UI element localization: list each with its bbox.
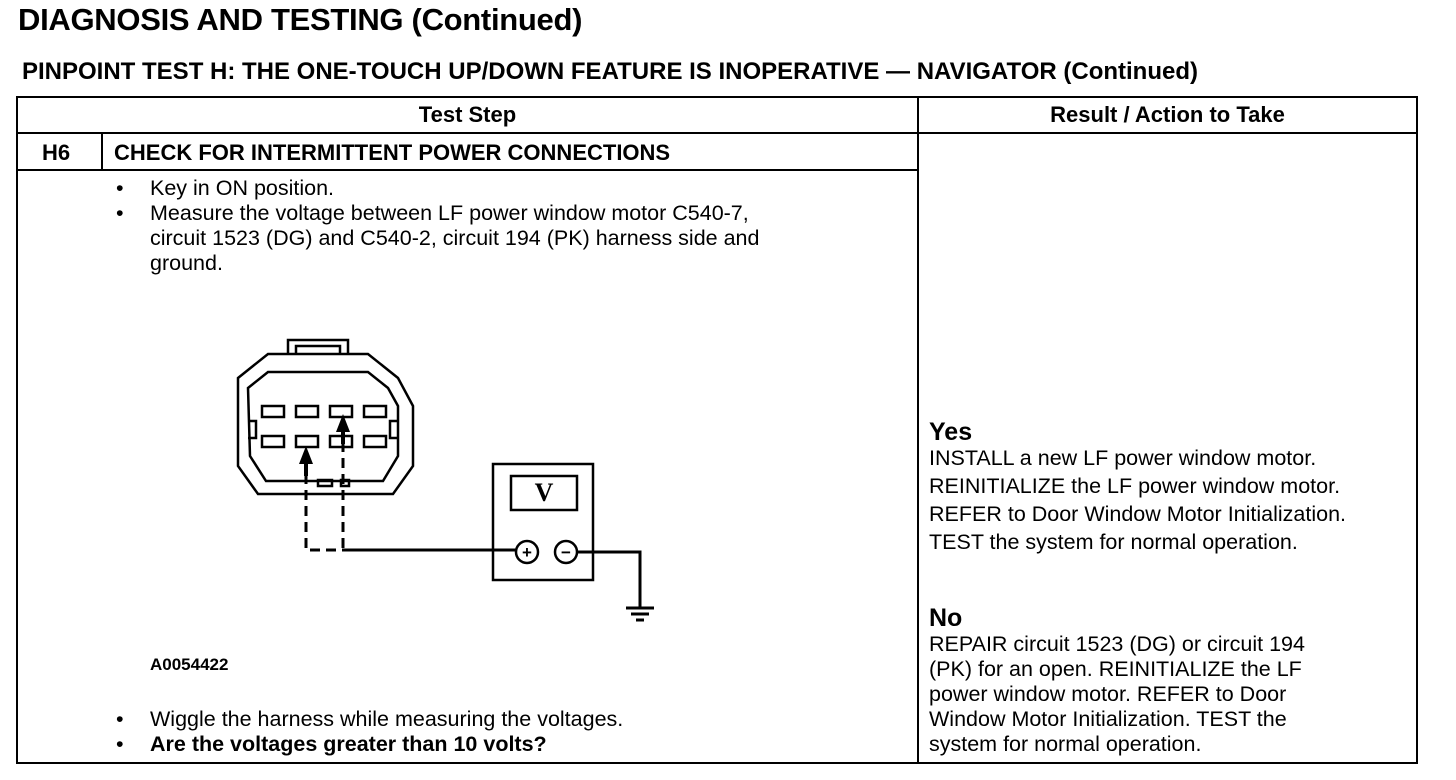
step-id-divider — [101, 134, 103, 171]
question-text: Are the voltages greater than 10 volts? — [150, 732, 547, 756]
voltmeter-connector-diagram: V + − — [236, 338, 654, 622]
list-item: • Are the voltages greater than 10 volts? — [116, 732, 623, 757]
connector-cavity — [328, 404, 354, 419]
result-line: (PK) for an open. REINITIALIZE the LF — [929, 657, 1302, 681]
page-title: DIAGNOSIS AND TESTING (Continued) — [18, 2, 583, 37]
result-yes-label: Yes — [929, 418, 973, 446]
step-title-divider — [18, 169, 919, 171]
header-divider — [18, 132, 1416, 134]
result-line: INSTALL a new LF power window motor. — [929, 446, 1317, 470]
connector-cavity — [362, 434, 388, 449]
instruction-text: Measure the voltage between LF power win… — [150, 201, 749, 225]
step-instructions-bottom: • Wiggle the harness while measuring the … — [116, 707, 623, 757]
voltmeter-display — [509, 474, 579, 512]
instruction-text: Wiggle the harness while measuring the v… — [150, 707, 624, 731]
instruction-text: Key in ON position. — [150, 176, 335, 200]
result-line: power window motor. REFER to Door — [929, 682, 1287, 706]
instruction-text: circuit 1523 (DG) and C540-2, circuit 19… — [150, 226, 760, 250]
result-no-label: No — [929, 604, 963, 632]
voltmeter-symbol: V — [535, 478, 554, 507]
minus-symbol: − — [561, 543, 571, 562]
connector-cavity — [260, 404, 286, 419]
probe-arrow — [336, 414, 350, 444]
voltmeter-body — [491, 462, 595, 582]
plus-terminal — [514, 539, 540, 565]
column-header-result: Result / Action to Take — [1050, 102, 1285, 127]
list-item: • Wiggle the harness while measuring the … — [116, 707, 623, 732]
connector-latch — [286, 338, 350, 354]
bullet-dot: • — [116, 732, 124, 756]
figure-id: A0054422 — [150, 655, 229, 674]
column-header-test-step: Test Step — [418, 102, 517, 127]
list-item: • Measure the voltage between LF power wi… — [116, 201, 759, 226]
step-instructions: • Key in ON position. • Measure the voltag… — [116, 176, 759, 276]
bullet-dot: • — [116, 707, 124, 731]
bullet-dot: • — [116, 176, 124, 200]
list-item: ground. — [116, 251, 759, 276]
probe-arrow — [299, 446, 313, 476]
result-line: REFER to Door Window Motor Initializatio… — [929, 502, 1347, 526]
instruction-text: ground. — [150, 251, 223, 275]
ground-symbol — [626, 606, 654, 622]
result-line: system for normal operation. — [929, 732, 1202, 756]
bullet-dot: • — [116, 201, 124, 225]
connector-cavity — [260, 434, 286, 449]
probe-lead-dashed — [304, 474, 343, 552]
result-line: REINITIALIZE the LF power window motor. — [929, 474, 1341, 498]
result-line: TEST the system for normal operation. — [929, 530, 1298, 554]
list-item: circuit 1523 (DG) and C540-2, circuit 19… — [116, 226, 759, 251]
result-no-actions: REPAIR circuit 1523 (DG) or circuit 194 … — [929, 632, 1305, 757]
list-item: • Key in ON position. — [116, 176, 759, 201]
result-line: Window Motor Initialization. TEST the — [929, 707, 1287, 731]
step-title: CHECK FOR INTERMITTENT POWER CONNECTIONS — [114, 140, 671, 165]
meter-ground-lead — [577, 550, 642, 608]
test-table: Test Step Result / Action to Take H6 CHE… — [16, 96, 1418, 764]
step-id: H6 — [42, 140, 71, 165]
column-divider — [917, 98, 919, 762]
connector-cavity — [362, 404, 388, 419]
connector-outer-shell — [236, 352, 415, 496]
pinpoint-test-title: PINPOINT TEST H: THE ONE-TOUCH UP/DOWN F… — [22, 58, 1198, 85]
connector-cavity — [294, 404, 320, 419]
result-line: REPAIR circuit 1523 (DG) or circuit 194 — [929, 632, 1305, 656]
plus-symbol: + — [522, 543, 532, 562]
result-yes-actions: INSTALL a new LF power window motor. REI… — [929, 444, 1346, 556]
connector-cavity — [294, 434, 320, 449]
connector-inner-housing — [246, 370, 400, 483]
